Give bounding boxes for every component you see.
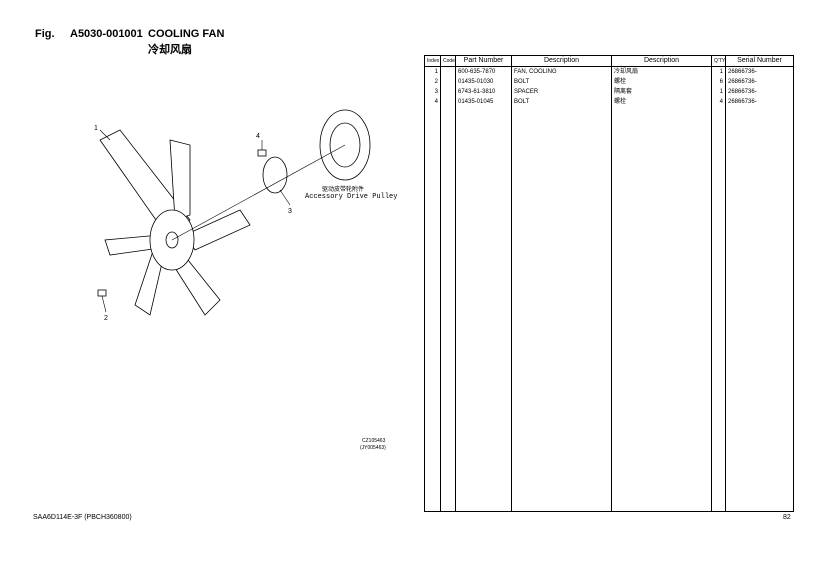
callout-1: 1 [94, 125, 98, 132]
empty-cell [511, 107, 612, 512]
fig-title: COOLING FAN [148, 28, 225, 40]
cell-part: 01435-01045 [455, 97, 512, 107]
cell-desc-cn: 冷却风扇 [611, 66, 712, 77]
col-part-number: Part Number [455, 55, 512, 67]
callout-3: 3 [288, 208, 292, 215]
cell-desc: SPACER [511, 87, 612, 97]
cell-index: 3 [424, 87, 441, 97]
col-serial: Serial Number [725, 55, 794, 67]
cell-qty: 6 [711, 77, 726, 87]
cell-desc-cn: 螺栓 [611, 97, 712, 107]
cell-qty: 1 [711, 87, 726, 97]
page-number: 82 [783, 514, 791, 521]
empty-cell [725, 107, 794, 512]
callout-2: 2 [104, 315, 108, 322]
cooling-fan-diagram: 1 2 3 4 [94, 109, 371, 322]
empty-filler-row [424, 107, 794, 512]
cell-part: 600-635-7870 [455, 66, 512, 77]
empty-cell [455, 107, 512, 512]
bolt-2 [97, 289, 107, 297]
cell-desc-cn: 隔离套 [611, 87, 712, 97]
pulley-label: Accessory Drive Pulley [305, 193, 398, 201]
cell-desc: FAN, COOLING [511, 66, 612, 77]
cell-index: 2 [424, 77, 441, 87]
cell-code [440, 97, 456, 107]
cell-part: 01435-01030 [455, 77, 512, 87]
cell-desc-cn: 螺栓 [611, 77, 712, 87]
cell-desc: BOLT [511, 77, 612, 87]
fan-blade [184, 209, 251, 251]
col-code: Code [440, 55, 456, 67]
cell-desc: BOLT [511, 97, 612, 107]
pulley-label-cn: 驱动皮带轮附件 [322, 187, 365, 193]
cell-serial: 26866736- [725, 66, 794, 77]
cell-code [440, 77, 456, 87]
spacer [262, 156, 288, 194]
cell-serial: 26866736- [725, 87, 794, 97]
fig-number: A5030-001001 [70, 28, 143, 40]
cell-part: 6743-61-3810 [455, 87, 512, 97]
empty-cell [611, 107, 712, 512]
cell-code [440, 87, 456, 97]
empty-cell [440, 107, 456, 512]
parts-table: Index Code Part Number Description Descr… [424, 55, 794, 512]
ref-code-1: CZ105463 [362, 438, 386, 444]
cell-qty: 1 [711, 66, 726, 77]
col-qty: Q'TY [711, 55, 726, 67]
empty-cell [711, 107, 726, 512]
cell-serial: 26866736- [725, 97, 794, 107]
col-index: Index [424, 55, 441, 67]
fig-label: Fig. [35, 28, 55, 40]
footer-model: SAA6D114E-3F (PBCH360800) [33, 514, 132, 521]
cell-qty: 4 [711, 97, 726, 107]
col-description: Description [511, 55, 612, 67]
ref-code-2: (JY005463) [360, 445, 386, 451]
fig-title-cn: 冷却风扇 [148, 44, 192, 56]
empty-cell [424, 107, 441, 512]
bolt-4 [257, 149, 267, 157]
cell-index: 1 [424, 66, 441, 77]
cell-code [440, 66, 456, 77]
cell-serial: 26866736- [725, 77, 794, 87]
cell-index: 4 [424, 97, 441, 107]
callout-4: 4 [256, 133, 260, 140]
col-description-cn: Description [611, 55, 712, 67]
